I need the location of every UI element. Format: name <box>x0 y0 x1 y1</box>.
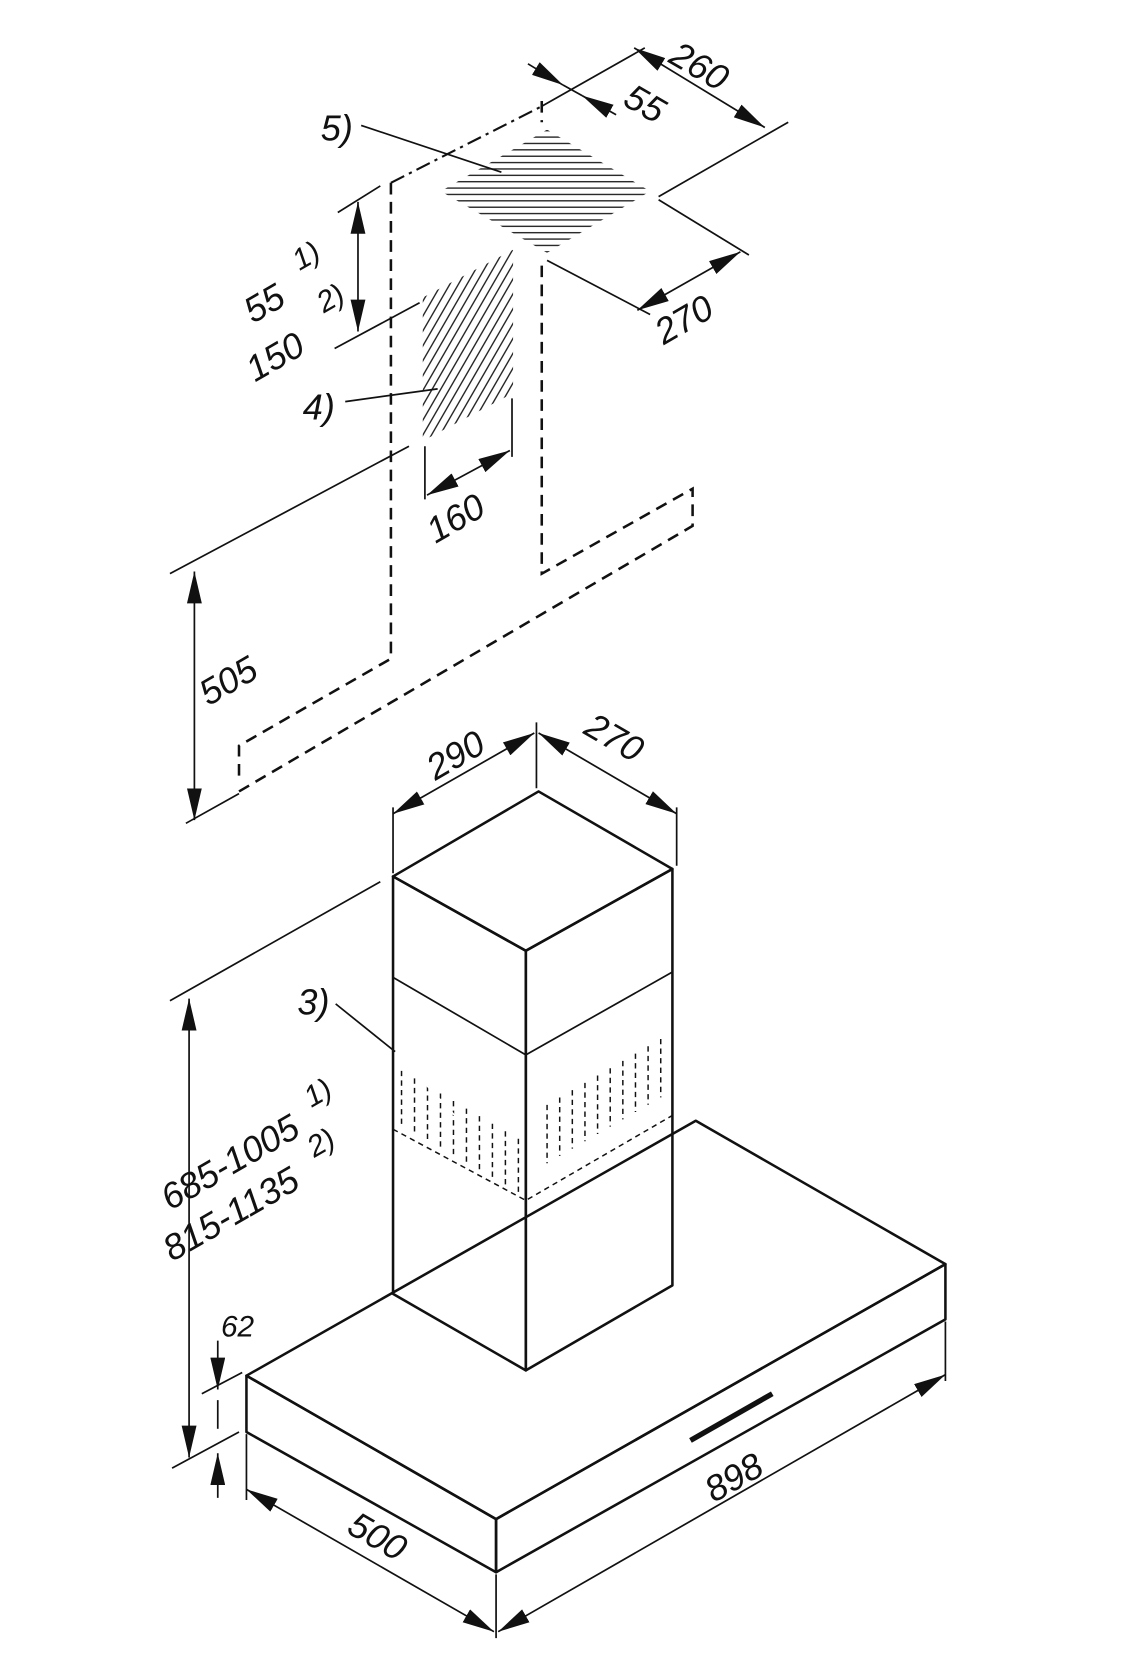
socket-area-hatch <box>422 249 514 441</box>
label-height-a: 55 <box>236 275 292 331</box>
label-note-5: 5) <box>321 107 353 148</box>
label-duct-offset: 55 <box>617 76 673 132</box>
label-height-b-note: 2) <box>310 278 350 320</box>
canopy <box>245 1119 947 1574</box>
label-duct-depth: 270 <box>647 287 721 353</box>
chimney <box>391 790 674 1372</box>
vent-slots <box>400 1038 662 1192</box>
label-socket-width: 160 <box>419 485 492 551</box>
label-canopy-width: 898 <box>697 1444 770 1510</box>
label-chimney-depth: 270 <box>577 704 651 770</box>
dimension-lines <box>169 47 947 1639</box>
label-height-b: 150 <box>238 324 311 390</box>
label-total-height-1-note: 1) <box>298 1072 337 1114</box>
label-total-height-2-note: 2) <box>301 1122 341 1164</box>
label-note-3: 3) <box>297 982 329 1023</box>
installation-outline <box>237 47 694 793</box>
duct-opening-hatch <box>440 129 651 253</box>
label-duct-width: 260 <box>662 33 736 99</box>
label-canopy-depth: 500 <box>341 1503 414 1569</box>
label-canopy-height: 62 <box>221 1310 255 1343</box>
label-height-a-note: 1) <box>287 235 326 277</box>
dimension-labels: 260 55 5) 55 1) 150 2) 270 4) 160 505 29… <box>153 33 770 1569</box>
label-socket-height: 505 <box>192 647 265 713</box>
label-chimney-width: 290 <box>418 722 492 788</box>
label-note-4: 4) <box>303 387 335 428</box>
